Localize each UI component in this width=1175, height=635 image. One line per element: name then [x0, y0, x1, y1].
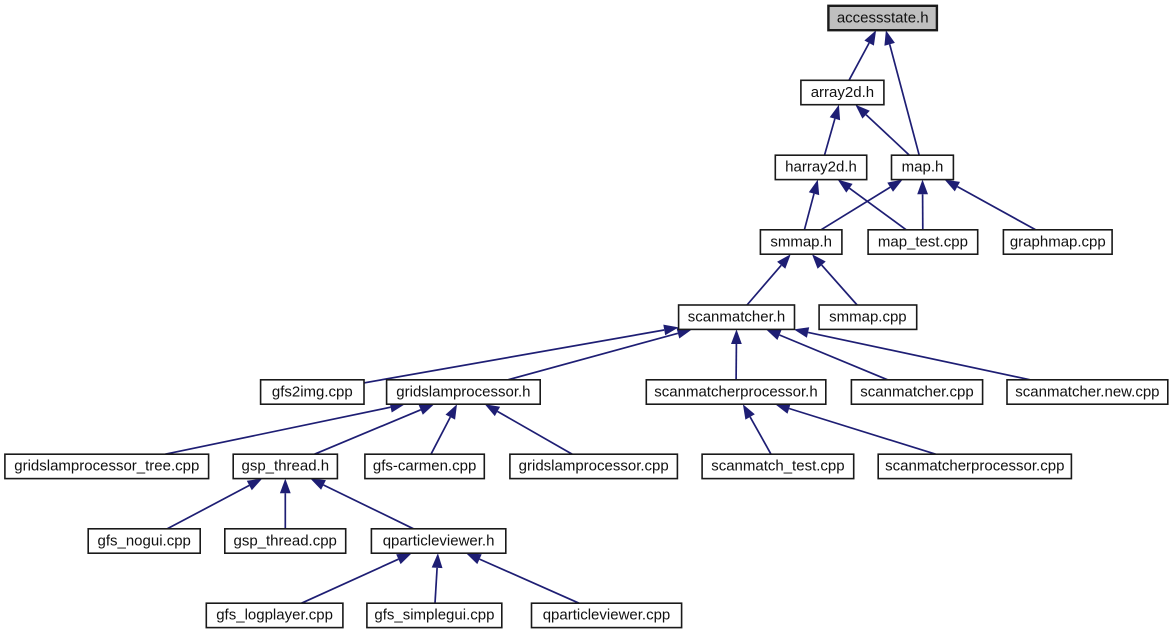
svg-text:scanmatcher.cpp: scanmatcher.cpp — [860, 383, 973, 400]
svg-text:gridslamprocessor_tree.cpp: gridslamprocessor_tree.cpp — [14, 458, 199, 475]
svg-text:map.h: map.h — [902, 159, 944, 176]
svg-text:array2d.h: array2d.h — [811, 84, 874, 101]
svg-text:smmap.h: smmap.h — [770, 233, 832, 250]
svg-text:scanmatcher.h: scanmatcher.h — [688, 309, 786, 326]
svg-text:gridslamprocessor.h: gridslamprocessor.h — [396, 383, 530, 400]
svg-text:gridslamprocessor.cpp: gridslamprocessor.cpp — [519, 458, 669, 475]
svg-text:qparticleviewer.cpp: qparticleviewer.cpp — [543, 607, 671, 624]
svg-text:scanmatch_test.cpp: scanmatch_test.cpp — [711, 458, 844, 475]
svg-text:gfs2img.cpp: gfs2img.cpp — [272, 383, 353, 400]
svg-text:harray2d.h: harray2d.h — [785, 159, 857, 176]
svg-text:gfs_simplegui.cpp: gfs_simplegui.cpp — [374, 607, 494, 624]
svg-text:accessstate.h: accessstate.h — [837, 9, 929, 26]
svg-text:gfs_nogui.cpp: gfs_nogui.cpp — [97, 532, 190, 549]
svg-text:gsp_thread.h: gsp_thread.h — [242, 458, 330, 475]
svg-text:gsp_thread.cpp: gsp_thread.cpp — [233, 532, 336, 549]
svg-text:scanmatcherprocessor.h: scanmatcherprocessor.h — [654, 383, 817, 400]
svg-text:map_test.cpp: map_test.cpp — [878, 233, 968, 250]
svg-text:scanmatcher.new.cpp: scanmatcher.new.cpp — [1015, 383, 1159, 400]
svg-text:gfs_logplayer.cpp: gfs_logplayer.cpp — [216, 607, 333, 624]
svg-text:smmap.cpp: smmap.cpp — [829, 309, 907, 326]
svg-text:graphmap.cpp: graphmap.cpp — [1010, 233, 1106, 250]
svg-text:gfs-carmen.cpp: gfs-carmen.cpp — [373, 458, 476, 475]
svg-text:qparticleviewer.h: qparticleviewer.h — [383, 532, 495, 549]
svg-text:scanmatcherprocessor.cpp: scanmatcherprocessor.cpp — [885, 458, 1064, 475]
